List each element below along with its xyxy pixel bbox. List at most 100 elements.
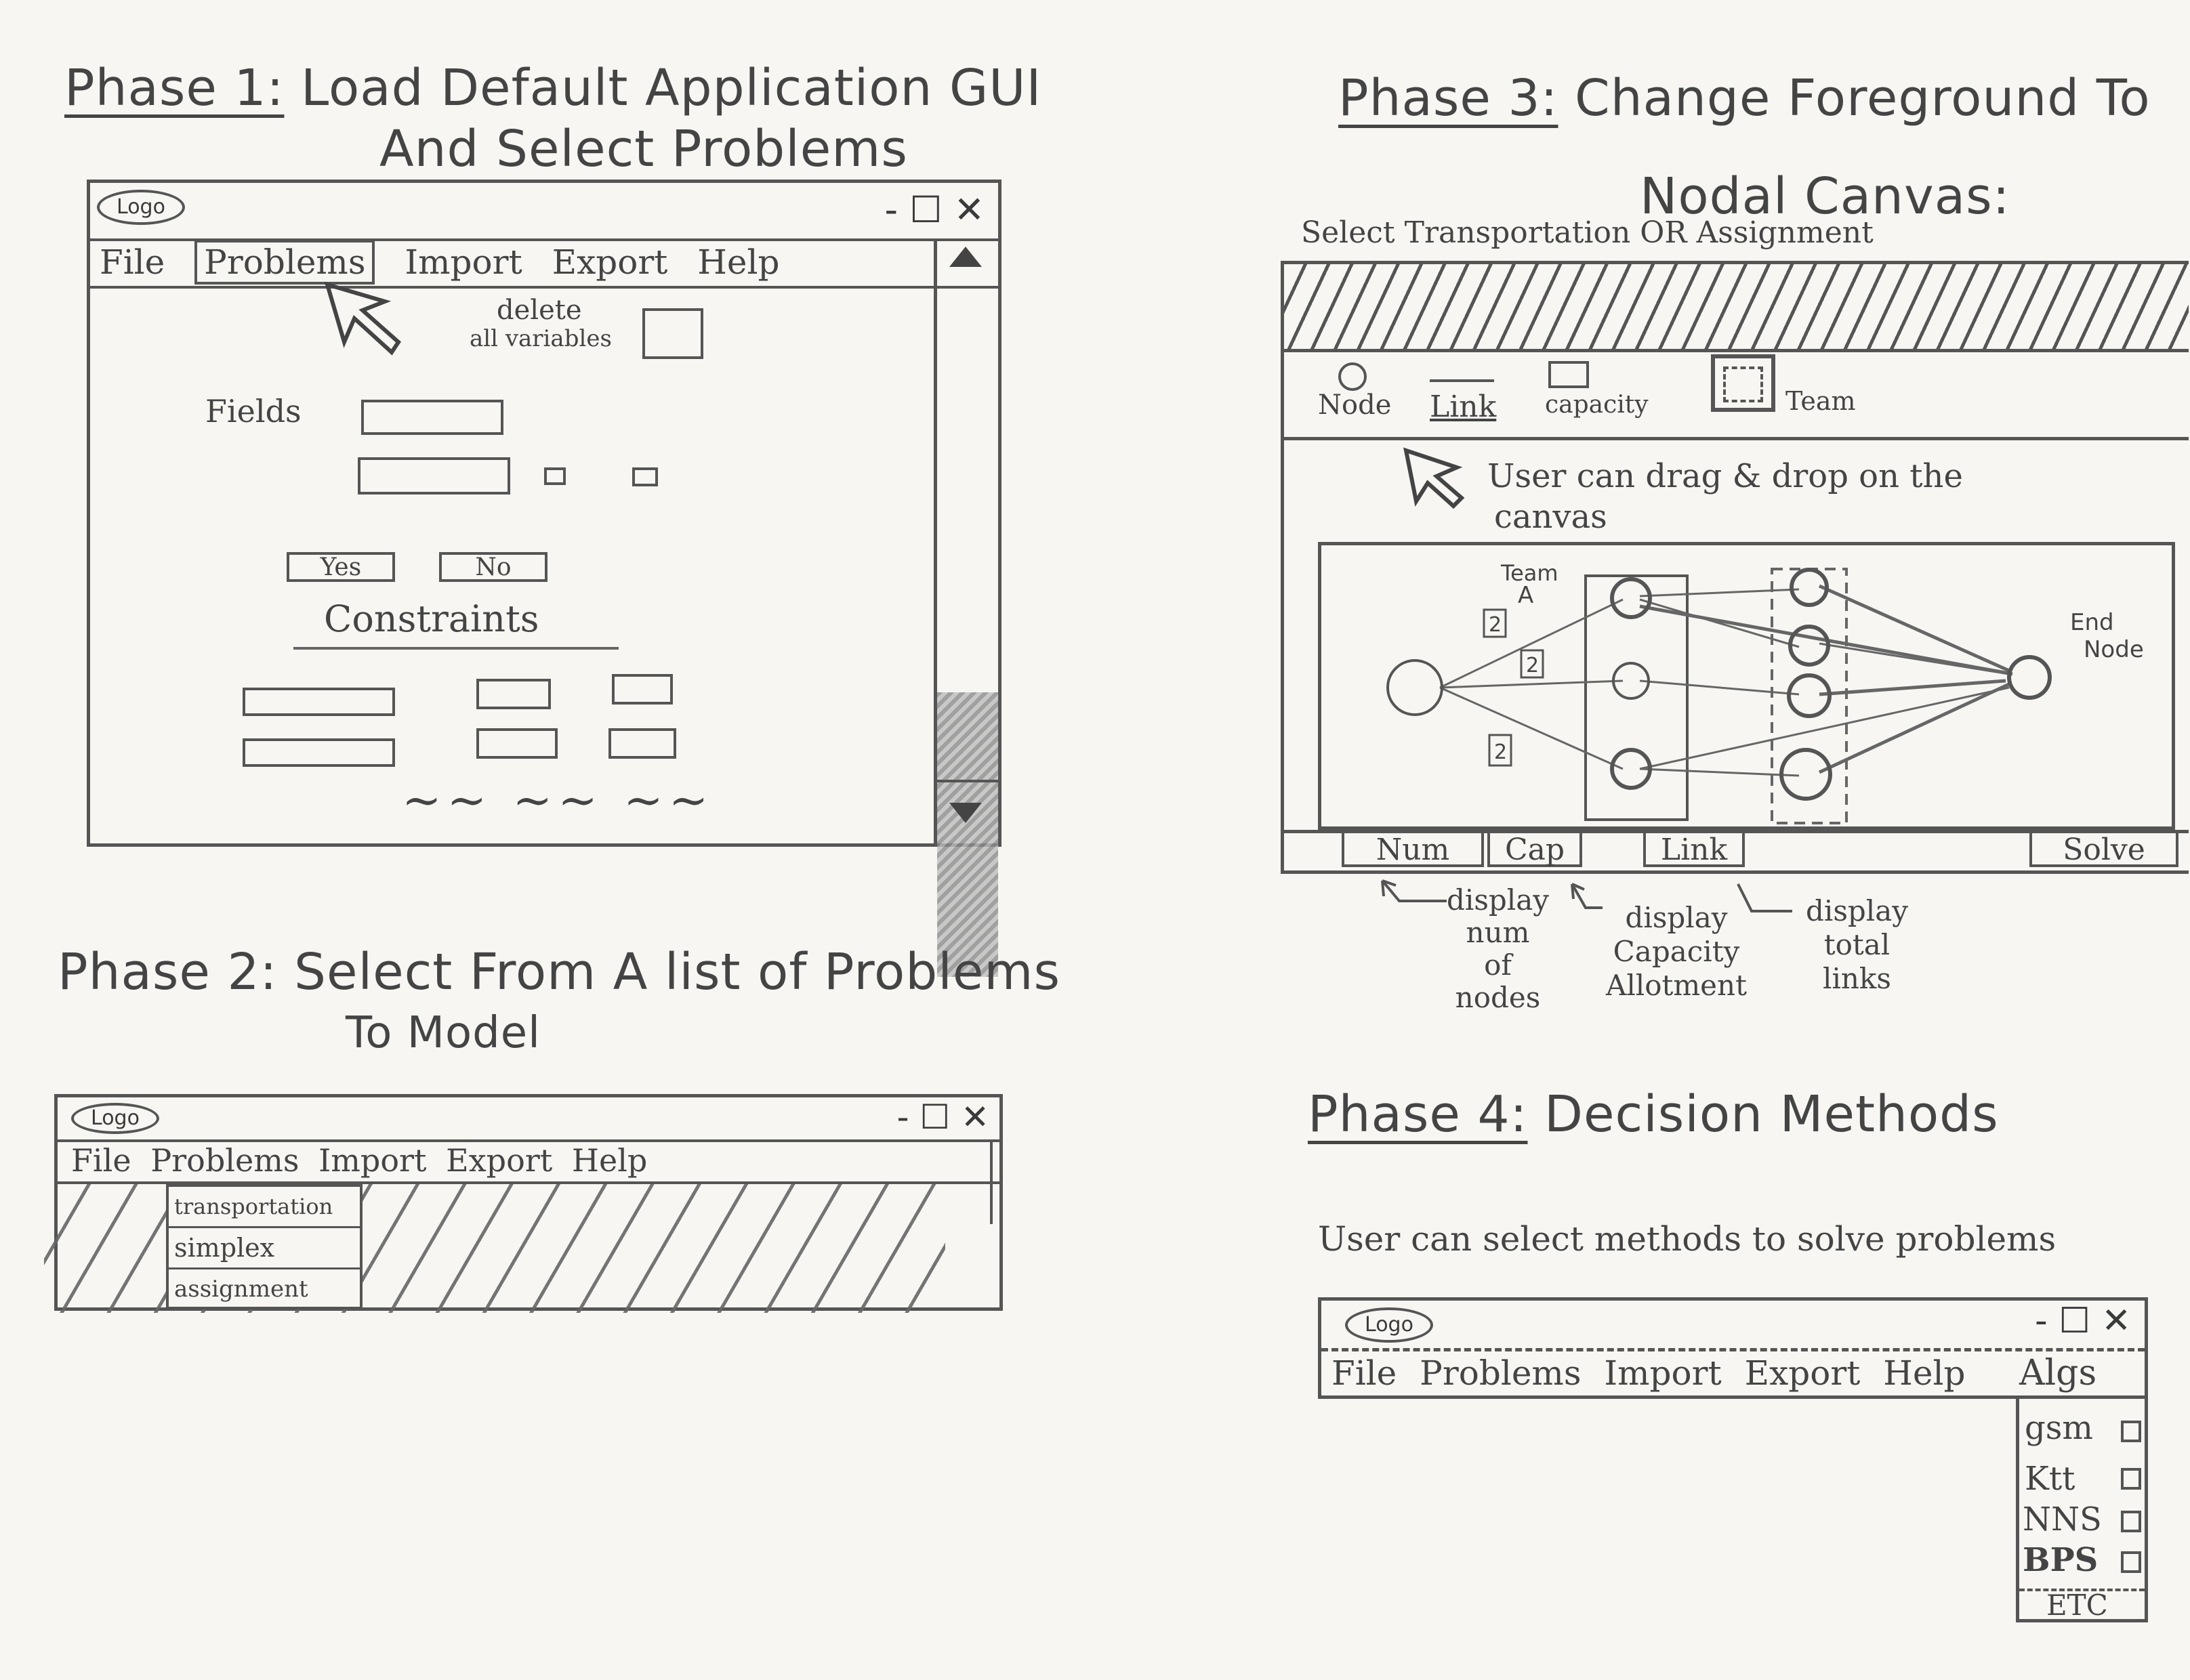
menu-file[interactable]: File	[71, 1142, 131, 1179]
menu-problems[interactable]: Problems	[150, 1142, 299, 1179]
field-small-box-1[interactable]	[544, 467, 566, 485]
menu-help[interactable]: Help	[1883, 1353, 1966, 1393]
node-b4	[1779, 748, 1832, 801]
capacity-value-2: 2	[1526, 654, 1539, 677]
menu-bar: File Problems Import Export Help	[71, 1139, 666, 1181]
menu-import[interactable]: Import	[318, 1142, 427, 1179]
logo: Logo	[1345, 1307, 1433, 1343]
team-a-group	[1584, 574, 1689, 821]
phase4-window: Logo - ☐ ✕ File Problems Import Export H…	[1318, 1297, 2148, 1399]
cursor-arrow-icon	[1403, 447, 1465, 509]
node-a2	[1612, 662, 1650, 700]
constraint-input-4[interactable]	[243, 738, 395, 767]
alg-ktt-label: Ktt	[2025, 1460, 2075, 1498]
constraint-input-6[interactable]	[608, 728, 676, 759]
node-b3	[1787, 673, 1832, 718]
yes-button[interactable]: Yes	[287, 552, 395, 582]
scrollbar[interactable]	[934, 238, 998, 977]
cap-annotation: display Capacity Allotment	[1606, 901, 1747, 1002]
menu-export[interactable]: Export	[552, 243, 668, 282]
team-tool-label[interactable]: Team	[1785, 386, 1856, 416]
scroll-down-arrow-icon[interactable]	[949, 803, 982, 823]
alg-gsm-label: gsm	[2025, 1409, 2093, 1447]
window-controls[interactable]: - ☐ ✕	[2034, 1301, 2131, 1341]
window-controls[interactable]: - ☐ ✕	[884, 188, 985, 231]
nodal-canvas[interactable]: 2 2 2 Team A End Node	[1318, 542, 2175, 830]
alg-nns-label: NNS	[2023, 1500, 2102, 1538]
constraint-input-2[interactable]	[476, 679, 551, 709]
status-bar: Num Cap Link Solve	[1284, 830, 2189, 870]
title-bar-hatch	[1284, 264, 2189, 352]
alg-gsm-checkbox[interactable]	[2121, 1421, 2141, 1442]
num-annotation: display num of nodes	[1447, 883, 1549, 1014]
phase3-window: Node Link capacity Team User can drag & …	[1281, 261, 2189, 874]
alg-nns-checkbox[interactable]	[2121, 1511, 2141, 1532]
end-label-node: Node	[2084, 636, 2144, 663]
node-b1	[1790, 568, 1829, 607]
delete-all-checkbox[interactable]	[642, 308, 703, 359]
phase2-title-line2: To Model	[346, 1008, 541, 1058]
alg-ktt-checkbox[interactable]	[2121, 1468, 2141, 1490]
menu-help[interactable]: Help	[697, 243, 780, 282]
field-input-1[interactable]	[361, 400, 503, 435]
team-tool-icon[interactable]	[1711, 354, 1775, 412]
menu-file[interactable]: File	[100, 243, 165, 282]
field-small-box-2[interactable]	[632, 467, 658, 486]
menu-algs[interactable]: Algs	[2019, 1353, 2097, 1393]
capacity-tool-icon[interactable]	[1548, 361, 1589, 388]
link-tool-label[interactable]: Link	[1430, 390, 1497, 424]
no-button[interactable]: No	[439, 552, 548, 582]
window-controls[interactable]: - ☐ ✕	[896, 1097, 989, 1137]
phase3-title-line2: Nodal Canvas:	[1640, 167, 2010, 226]
scroll-up-arrow-icon[interactable]	[949, 247, 982, 267]
dropdown-item-transportation[interactable]: transportation	[169, 1187, 360, 1228]
dropdown-item-simplex[interactable]: simplex	[169, 1228, 360, 1269]
node-tool-label[interactable]: Node	[1318, 390, 1392, 421]
constraint-input-3[interactable]	[612, 674, 673, 705]
node-tool-icon[interactable]	[1338, 362, 1367, 391]
logo: Logo	[71, 1103, 159, 1134]
tool-palette: Node Link capacity Team	[1284, 349, 2189, 440]
menu-export[interactable]: Export	[1744, 1353, 1861, 1393]
delete-label-2: all variables	[470, 325, 612, 352]
link-tool-icon[interactable]	[1430, 379, 1494, 382]
annotation-arrows	[1381, 879, 1792, 912]
node-a1	[1610, 577, 1652, 619]
constraint-input-5[interactable]	[476, 728, 558, 759]
solve-button[interactable]: Solve	[2029, 830, 2178, 867]
menu-export[interactable]: Export	[446, 1142, 553, 1179]
logo: Logo	[97, 190, 185, 225]
scroll-thumb[interactable]	[937, 692, 998, 977]
phase1-title-line2: And Select Problems	[379, 120, 908, 178]
algs-dropdown: gsm Ktt NNS BPS ETC	[2016, 1399, 2148, 1622]
phase1-title: Phase 1: Load Default Application GUI	[64, 59, 1042, 117]
menu-problems[interactable]: Problems	[194, 240, 375, 285]
phase1-window: Logo - ☐ ✕ File Problems Import Export H…	[87, 180, 1001, 977]
cap-button[interactable]: Cap	[1487, 830, 1582, 867]
phase4-subtitle: User can select methods to solve problem…	[1318, 1219, 2057, 1259]
link-button[interactable]: Link	[1643, 830, 1745, 867]
node-a3	[1610, 748, 1652, 790]
menu-problems[interactable]: Problems	[1420, 1353, 1582, 1393]
num-button[interactable]: Num	[1342, 830, 1484, 867]
capacity-tool-label[interactable]: capacity	[1545, 391, 1649, 419]
capacity-value-1: 2	[1489, 613, 1502, 637]
phase3-subtitle: Select Transportation OR Assignment	[1301, 215, 1874, 250]
end-node	[2007, 655, 2052, 700]
phase2-title: Phase 2: Select From A list of Problems	[58, 943, 1060, 1001]
team-label: Team	[1500, 560, 1558, 586]
alg-bps-checkbox[interactable]	[2121, 1551, 2141, 1573]
menu-bar: File Problems Import Export Help	[1331, 1351, 1978, 1395]
phase4-title: Phase 4: Decision Methods	[1308, 1085, 1999, 1143]
menu-file[interactable]: File	[1331, 1353, 1397, 1393]
etc-label[interactable]: ETC	[2046, 1589, 2108, 1622]
constraint-input-1[interactable]	[243, 688, 395, 716]
start-node	[1386, 659, 1443, 716]
menu-import[interactable]: Import	[405, 243, 522, 282]
alg-bps-label: BPS	[2023, 1541, 2099, 1579]
dropdown-item-assignment[interactable]: assignment	[174, 1276, 308, 1303]
menu-import[interactable]: Import	[1604, 1353, 1722, 1393]
drag-note: User can drag & drop on the	[1487, 457, 1963, 495]
menu-help[interactable]: Help	[571, 1142, 648, 1179]
field-input-2[interactable]	[358, 457, 510, 495]
